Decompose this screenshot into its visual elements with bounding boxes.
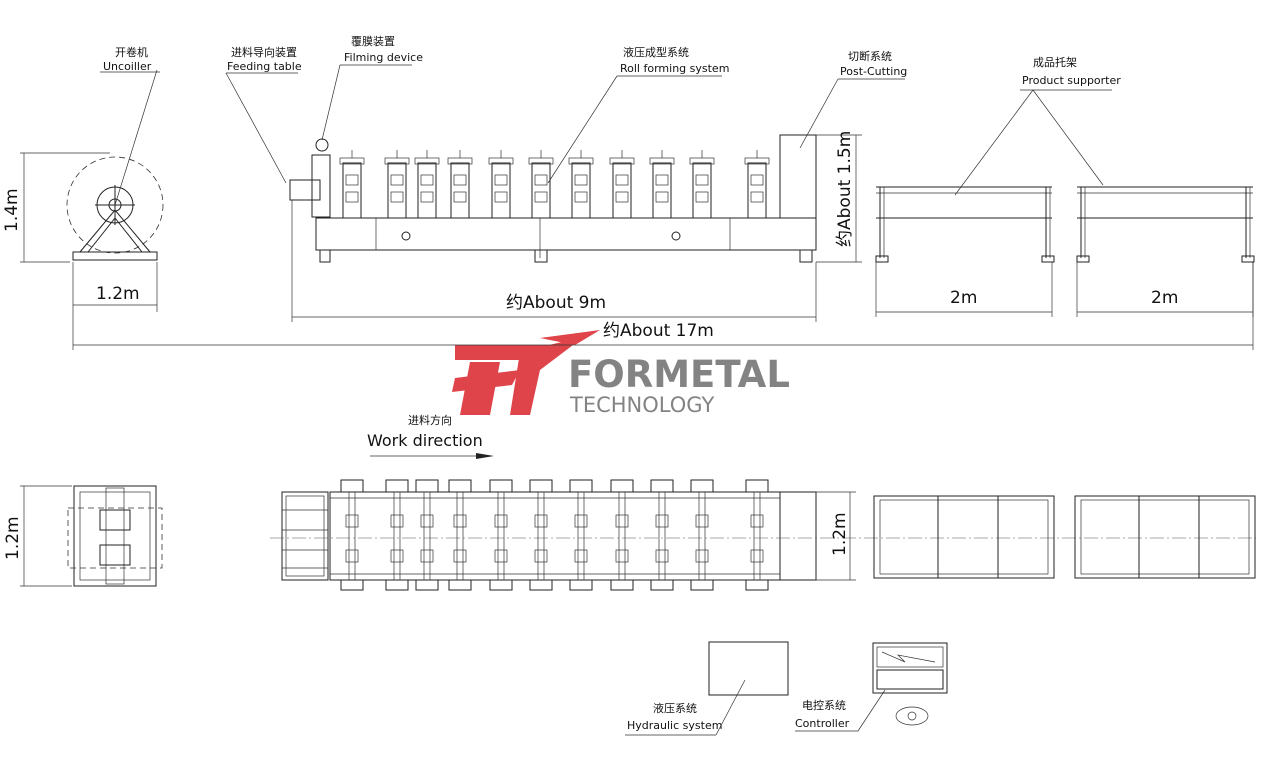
uncoiller-cn-label: 开卷机: [115, 45, 148, 59]
roll-shaft: [448, 479, 472, 591]
machine-height-dimension: [816, 134, 862, 263]
roll-forming-machine-plan: [270, 479, 1256, 591]
roll-shaft: [569, 479, 593, 591]
logo-name: FORMETAL: [568, 353, 790, 396]
roll-shaft: [340, 479, 364, 591]
filming-en-label: Filming device: [344, 51, 423, 64]
roll-cn-label: 液压成型系统: [623, 45, 689, 59]
roll-shaft: [489, 479, 513, 591]
roll-station: [384, 150, 410, 219]
roll-station: [689, 150, 715, 219]
product-supporter-1-plan: [873, 495, 1055, 579]
roll-station: [339, 150, 365, 219]
uncoiller-dimension-lines: [20, 152, 158, 312]
roll-station: [568, 150, 594, 219]
hydraulic-system-box: [625, 641, 789, 736]
roll-en-label: Roll forming system: [620, 62, 729, 75]
uncoiller-en-label: Uncoiller: [103, 60, 152, 73]
total-length-dim: 约About 17m: [603, 321, 714, 341]
feeding-cn-label: 进料导向装置: [231, 45, 297, 59]
roll-station: [488, 150, 514, 219]
plan-machine-width-dim: 1.2m: [830, 512, 850, 556]
uncoiller-plan-view: [20, 485, 163, 587]
filming-cn-label: 覆膜装置: [351, 35, 395, 48]
supporter-dimension-lines: [875, 262, 1254, 317]
product-supporter-2-plan: [1074, 495, 1256, 579]
roll-shaft: [529, 479, 553, 591]
work-direction-arrow: [370, 453, 494, 459]
controller-box: [795, 642, 948, 732]
roll-station: [609, 150, 635, 219]
product-supporter-1-side: [875, 186, 1055, 263]
roll-station: [447, 150, 473, 219]
uncoiller-width-dim: 1.2m: [96, 284, 140, 304]
cutting-cn-label: 切断系统: [848, 49, 892, 63]
supporter2-length-dim: 2m: [1151, 288, 1178, 308]
uncoiller-side-view: [66, 69, 164, 261]
machine-length-dim: 约About 9m: [506, 293, 606, 313]
supporter1-length-dim: 2m: [950, 288, 977, 308]
work-direction-cn: 进料方向: [408, 413, 452, 427]
roll-shaft: [745, 479, 769, 591]
logo-sub: TECHNOLOGY: [569, 393, 714, 417]
roll-shaft: [415, 479, 439, 591]
cutting-en-label: Post-Cutting: [840, 65, 907, 78]
supporter-cn-label: 成品托架: [1033, 55, 1077, 69]
controller-cn-label: 电控系统: [802, 698, 846, 712]
product-supporter-2-side: [1076, 186, 1255, 263]
controller-en-label: Controller: [795, 717, 850, 730]
roll-station: [649, 150, 675, 219]
roll-station: [744, 150, 770, 219]
roll-forming-machine-side: [289, 134, 817, 263]
roll-station: [414, 150, 440, 219]
roll-shaft: [610, 479, 634, 591]
roll-shaft: [385, 479, 409, 591]
supporter-en-label: Product supporter: [1022, 74, 1121, 87]
hydraulic-en-label: Hydraulic system: [627, 719, 722, 732]
machine-height-dim: 约About 1.5m: [835, 131, 855, 247]
work-direction-en: Work direction: [367, 431, 483, 450]
roll-shaft: [650, 479, 674, 591]
roll-shaft: [690, 479, 714, 591]
feeding-en-label: Feeding table: [227, 60, 302, 73]
plan-uncoiller-width-dim: 1.2m: [3, 516, 23, 560]
roll-station: [528, 150, 554, 219]
formetal-logo: FORMETAL TECHNOLOGY: [452, 330, 790, 417]
hydraulic-cn-label: 液压系统: [653, 701, 697, 715]
uncoiller-height-dim: 1.4m: [2, 188, 22, 232]
